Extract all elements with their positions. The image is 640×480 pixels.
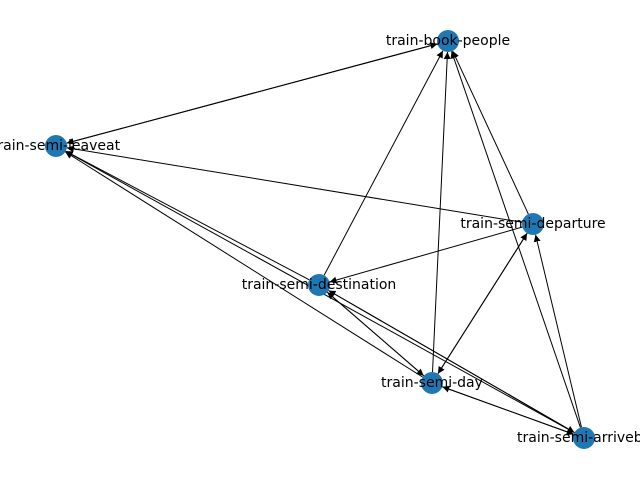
node-label-train-semi-day: train-semi-day xyxy=(381,375,483,391)
edge-train-semi-arriveby-to-train-semi-day xyxy=(442,385,574,435)
node-label-train-semi-destination: train-semi-destination xyxy=(242,277,397,293)
edge-train-semi-departure-to-train-semi-destination xyxy=(329,226,523,284)
node-train-semi-arriveby xyxy=(573,427,595,449)
edge-train-semi-departure-to-train-book-people xyxy=(452,50,529,215)
node-train-book-people xyxy=(437,30,459,52)
edge-train-semi-departure-to-train-semi-leaveat xyxy=(66,145,523,223)
edge-train-semi-destination-to-train-semi-leaveat xyxy=(65,150,310,281)
node-train-semi-departure xyxy=(522,213,544,235)
node-train-semi-day xyxy=(421,372,443,394)
node-label-train-semi-leaveat: train-semi-leaveat xyxy=(0,138,121,154)
node-train-semi-destination xyxy=(308,274,330,296)
edge-train-semi-day-to-train-book-people xyxy=(432,51,451,373)
edge-train-semi-leaveat-to-train-book-people xyxy=(66,42,438,144)
node-label-train-semi-arriveby: train-semi-arriveby xyxy=(517,430,640,446)
edge-train-semi-arriveby-to-train-book-people xyxy=(450,51,581,428)
edge-train-semi-day-to-train-semi-destination xyxy=(326,291,425,377)
edge-train-semi-destination-to-train-book-people xyxy=(323,50,444,276)
node-layer xyxy=(45,30,595,449)
node-label-train-book-people: train-book-people xyxy=(386,33,510,49)
edge-train-semi-arriveby-to-train-semi-departure xyxy=(533,234,582,428)
edge-train-semi-destination-to-train-semi-arriveby xyxy=(328,290,575,433)
edge-train-semi-day-to-train-semi-departure xyxy=(437,233,528,374)
node-train-semi-leaveat xyxy=(45,135,67,157)
edge-layer xyxy=(65,42,582,436)
node-label-train-semi-departure: train-semi-departure xyxy=(460,216,605,232)
edge-train-semi-day-to-train-semi-leaveat xyxy=(65,151,423,378)
label-layer: train-book-people train-semi-leaveat train… xyxy=(0,33,640,446)
